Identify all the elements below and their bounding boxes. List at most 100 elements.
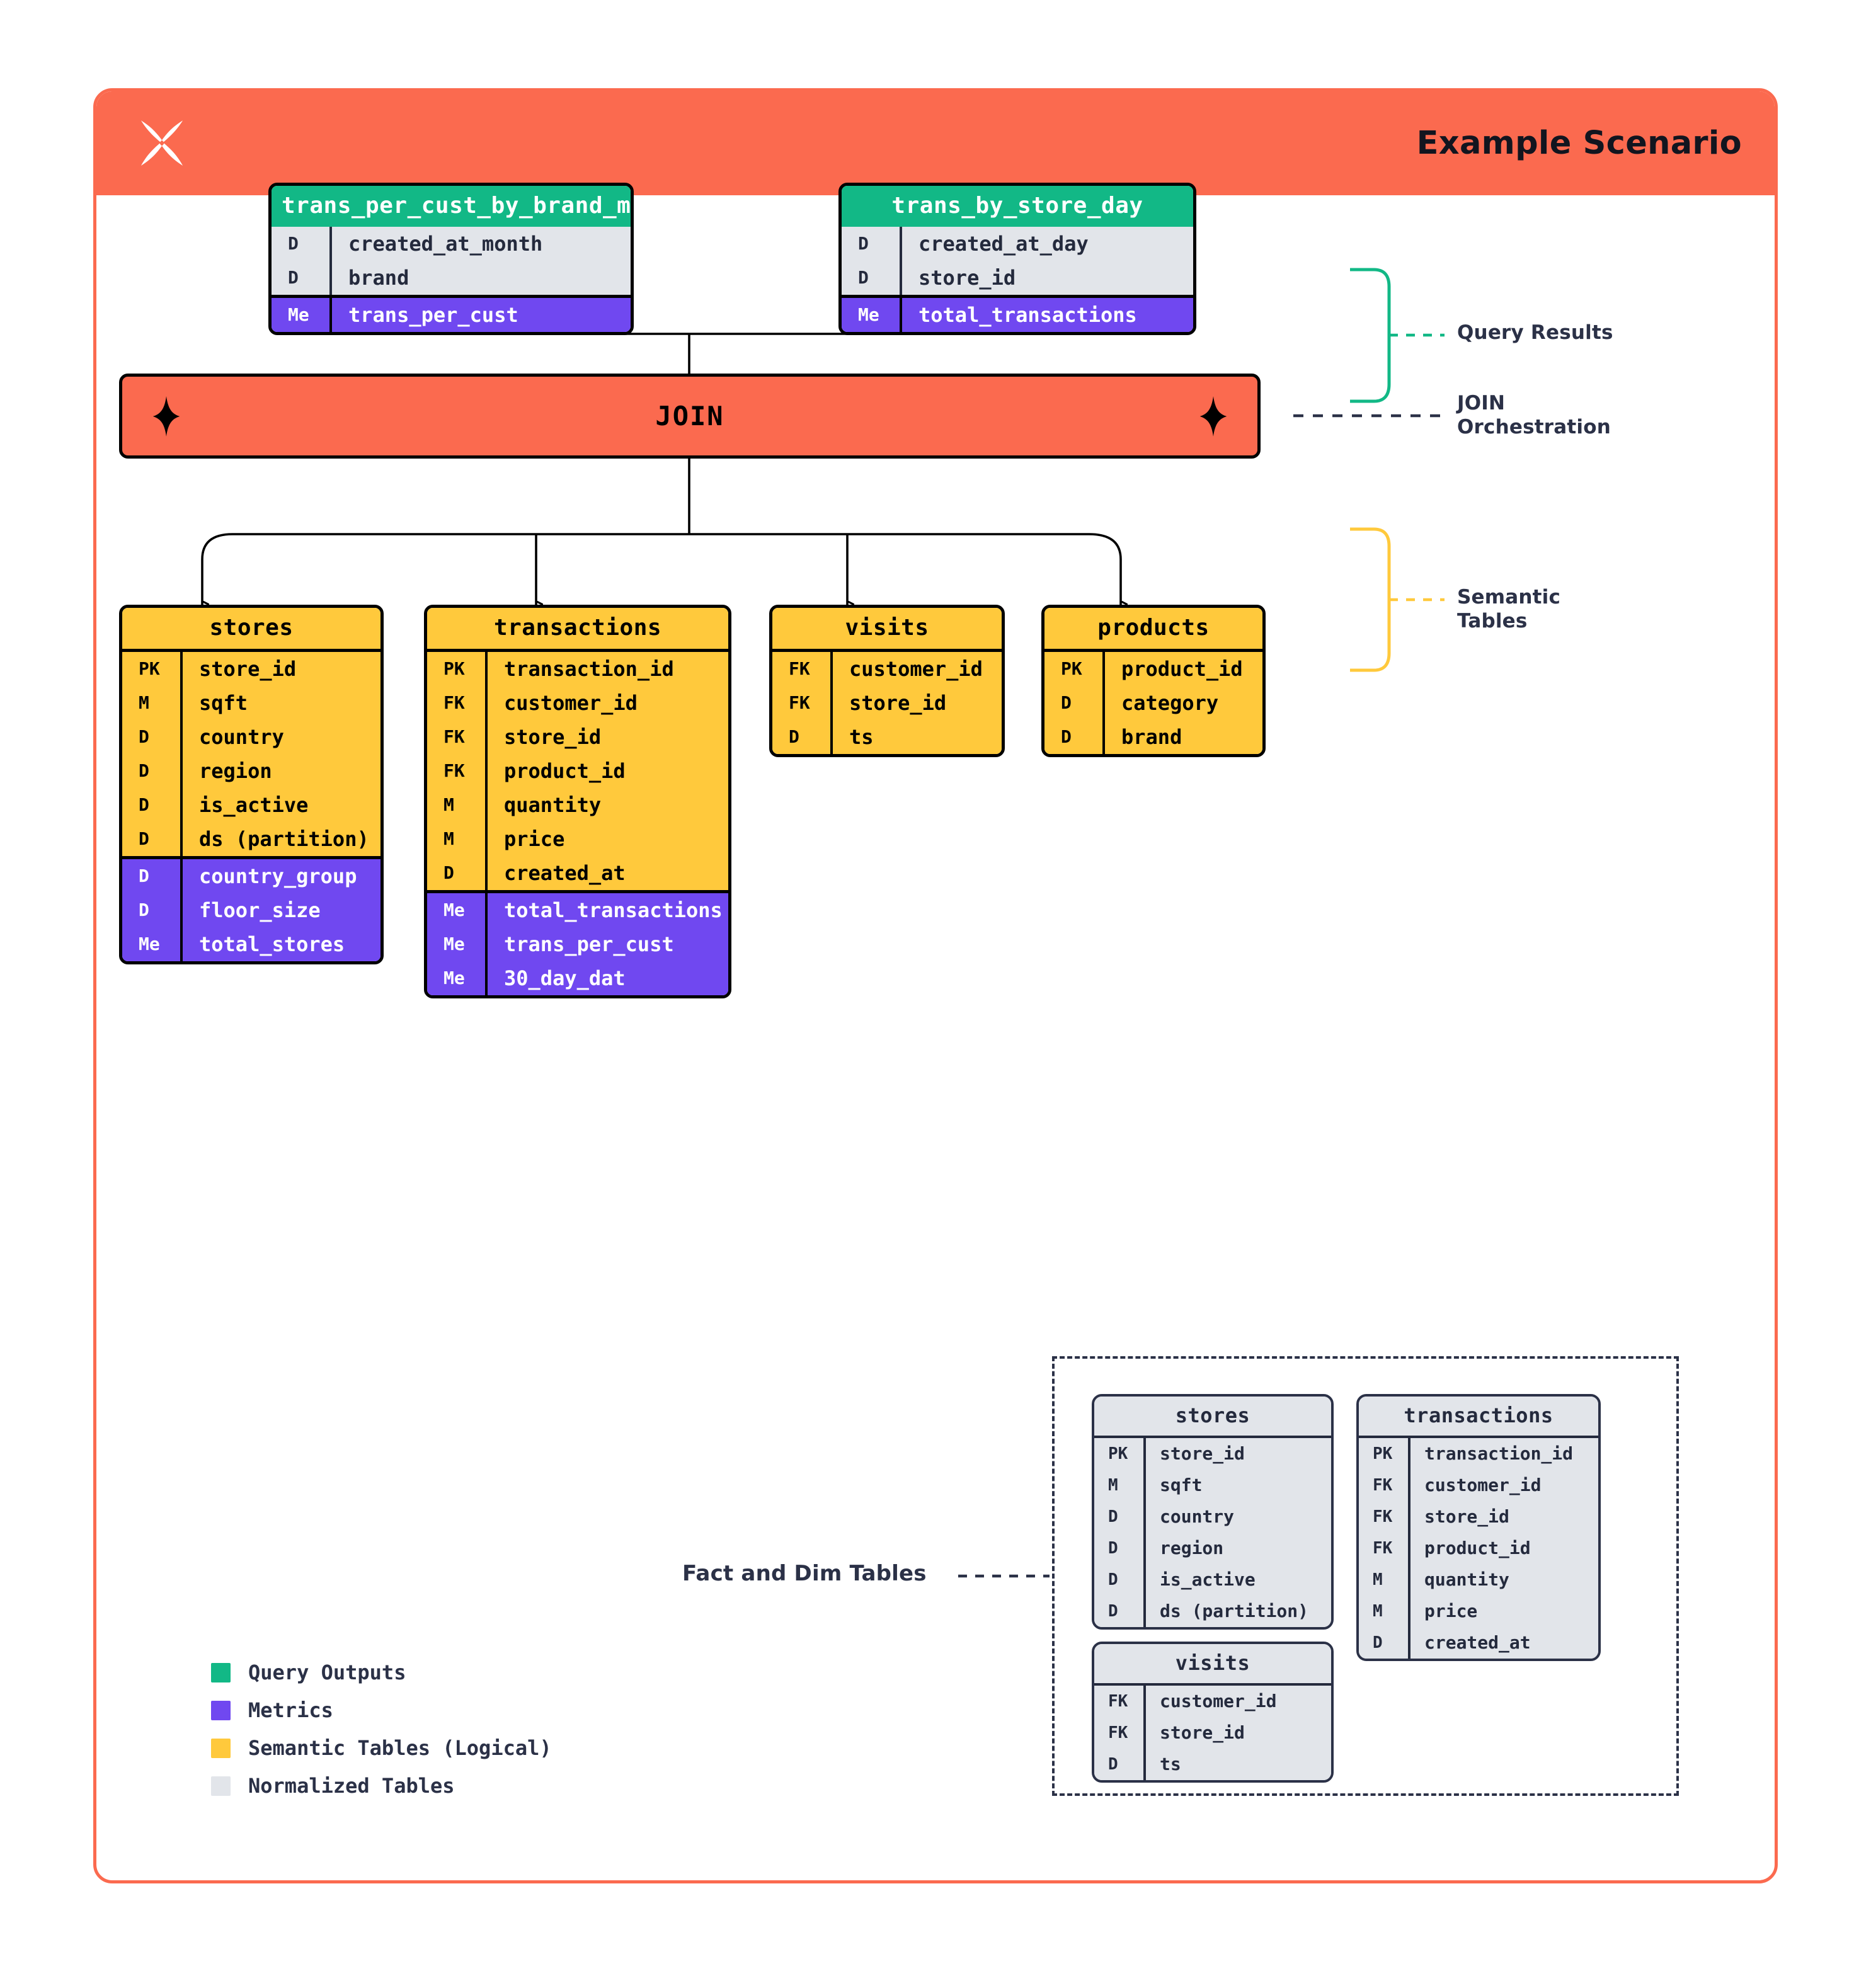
col-field: product_id — [1408, 1533, 1531, 1564]
col-field: product_id — [1102, 652, 1243, 686]
query-result-table-trans-per-cust-by-brand-month[interactable]: trans_per_cust_by_brand_month D created_… — [268, 183, 634, 335]
col-field: trans_per_cust — [485, 927, 674, 961]
col-key: D — [139, 726, 149, 747]
col-field: total_stores — [180, 927, 345, 961]
legend-item-semantic-tables: Semantic Tables (Logical) — [211, 1736, 552, 1760]
col-key: D — [1373, 1633, 1383, 1652]
annotation-semantic-tables-line1: Semantic — [1457, 586, 1561, 608]
col-field: customer_id — [830, 652, 983, 686]
col-field: created_at_day — [900, 227, 1089, 261]
col-field: country — [180, 720, 284, 754]
col-key: D — [1061, 692, 1072, 713]
join-orchestration-bar[interactable]: JOIN — [119, 374, 1261, 459]
col-key: M — [1108, 1476, 1118, 1495]
col-key: D — [1108, 1755, 1118, 1774]
legend-label: Metrics — [248, 1698, 333, 1722]
col-key: D — [139, 865, 149, 886]
annotation-fact-and-dim-tables: Fact and Dim Tables — [682, 1561, 927, 1586]
col-key: FK — [1373, 1507, 1393, 1526]
annotation-semantic-tables: Semantic Tables — [1457, 586, 1560, 634]
annotation-join-orchestration: JOIN Orchestration — [1457, 392, 1611, 440]
legend-label: Query Outputs — [248, 1660, 406, 1684]
table-row: Me total_transactions — [842, 298, 1193, 332]
col-field: quantity — [485, 788, 601, 822]
legend-swatch-metrics — [211, 1700, 231, 1720]
table-title: transactions — [427, 608, 728, 652]
sparkle-icon — [1199, 396, 1227, 437]
col-field: is_active — [1143, 1564, 1256, 1596]
col-key: FK — [443, 760, 465, 781]
legend-item-query-outputs: Query Outputs — [211, 1660, 552, 1684]
col-field: ts — [830, 720, 874, 754]
col-key: M — [443, 794, 454, 815]
col-key: FK — [1108, 1692, 1128, 1711]
col-field: created_at — [485, 856, 626, 890]
join-label: JOIN — [655, 401, 724, 431]
col-field: brand — [1102, 720, 1182, 754]
legend-swatch-normalized-tables — [211, 1776, 231, 1796]
query-result-table-trans-by-store-day[interactable]: trans_by_store_day D created_at_day D st… — [838, 183, 1196, 335]
col-key: Me — [288, 304, 309, 325]
col-field: store_id — [830, 686, 946, 720]
col-key: PK — [1061, 658, 1082, 679]
dimension-rows: D created_at_day D store_id — [842, 227, 1193, 295]
table-row: D created_at_month — [272, 227, 631, 261]
legend: Query Outputs Metrics Semantic Tables (L… — [211, 1660, 552, 1812]
col-field: created_at_month — [329, 227, 542, 261]
col-key: D — [858, 233, 869, 254]
col-field: ds (partition) — [1143, 1596, 1308, 1627]
table-title: products — [1044, 608, 1262, 652]
table-title: visits — [772, 608, 1002, 652]
col-key: M — [1373, 1570, 1383, 1589]
col-key: M — [1373, 1602, 1383, 1621]
col-field: trans_per_cust — [329, 298, 518, 332]
col-key: Me — [443, 968, 465, 988]
col-key: D — [1061, 726, 1072, 747]
fact-and-dim-group — [1052, 1356, 1679, 1796]
col-key: M — [139, 692, 149, 713]
table-row: PK product_id — [1044, 652, 1262, 686]
table-row: D created_at_day — [842, 227, 1193, 261]
col-field: quantity — [1408, 1564, 1509, 1596]
col-key: D — [1108, 1602, 1118, 1621]
col-key: FK — [789, 692, 810, 713]
col-field: ts — [1143, 1749, 1181, 1780]
col-key: PK — [139, 658, 160, 679]
legend-label: Normalized Tables — [248, 1774, 455, 1798]
annotation-query-results: Query Results — [1457, 321, 1613, 344]
metric-rows: Me total_transactions — [842, 295, 1193, 332]
col-field: total_transactions — [485, 893, 723, 927]
table-title: stores — [1094, 1397, 1331, 1438]
col-key: D — [1108, 1507, 1118, 1526]
